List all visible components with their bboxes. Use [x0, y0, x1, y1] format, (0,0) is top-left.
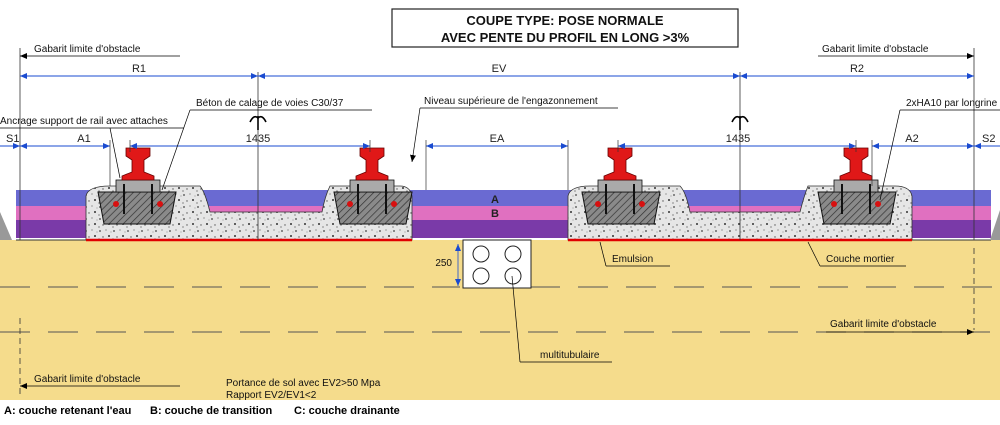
dim-r1-label: R1 — [132, 63, 146, 75]
dim-r2-label: R2 — [850, 63, 864, 75]
layer-a-label: A — [491, 194, 499, 206]
armature-label: 2xHA10 par longrine — [906, 98, 998, 109]
dim-a1-label: A1 — [77, 133, 90, 145]
dim-s2-label: S2 — [982, 133, 995, 145]
ancrage-label: Ancrage support de rail avec attaches — [0, 116, 168, 127]
beton-label: Béton de calage de voies C30/37 — [196, 98, 344, 109]
rail-support-4 — [817, 147, 897, 225]
legend-a: A: couche retenant l'eau — [4, 405, 131, 417]
rail-support-3 — [581, 147, 661, 225]
title-line1: COUPE TYPE: POSE NORMALE — [466, 13, 664, 28]
title-line2: AVEC PENTE DU PROFIL EN LONG >3% — [441, 30, 690, 45]
rail-support-2 — [333, 147, 413, 225]
layer-b-label: B — [491, 208, 499, 220]
dim-a2-label: A2 — [905, 133, 918, 145]
dim-ev-label: EV — [492, 63, 507, 75]
portance-line1: Portance de sol avec EV2>50 Mpa — [226, 378, 381, 389]
gabarit-bottom-left: Gabarit limite d'obstacle — [34, 374, 141, 385]
layer-a-band — [16, 190, 991, 206]
multitubular-conduit — [462, 239, 532, 289]
emulsion-label: Emulsion — [612, 254, 653, 265]
portance-line2: Rapport EV2/EV1<2 — [226, 390, 317, 401]
dim-gauge-left-label: 1435 — [246, 133, 270, 145]
couche-mortier-label: Couche mortier — [826, 254, 895, 265]
axis-symbol-left — [249, 115, 267, 130]
left-edge-fill — [0, 212, 12, 240]
dim-s1-label: S1 — [6, 133, 19, 145]
dim-ea-label: EA — [490, 133, 505, 145]
axis-symbol-right — [731, 115, 749, 130]
gabarit-top-left: Gabarit limite d'obstacle — [34, 44, 141, 55]
depth-250-label: 250 — [435, 258, 452, 269]
dim-gauge-right-label: 1435 — [726, 133, 750, 145]
niveau-label: Niveau supérieure de l'engazonnement — [424, 96, 598, 107]
legend-b: B: couche de transition — [150, 405, 273, 417]
gabarit-mid-right: Gabarit limite d'obstacle — [830, 319, 937, 330]
multitubulaire-label: multitubulaire — [540, 350, 600, 361]
right-edge-fill — [990, 210, 1000, 240]
legend-c: C: couche drainante — [294, 405, 400, 417]
gabarit-top-right: Gabarit limite d'obstacle — [822, 44, 929, 55]
title-box — [391, 8, 739, 48]
